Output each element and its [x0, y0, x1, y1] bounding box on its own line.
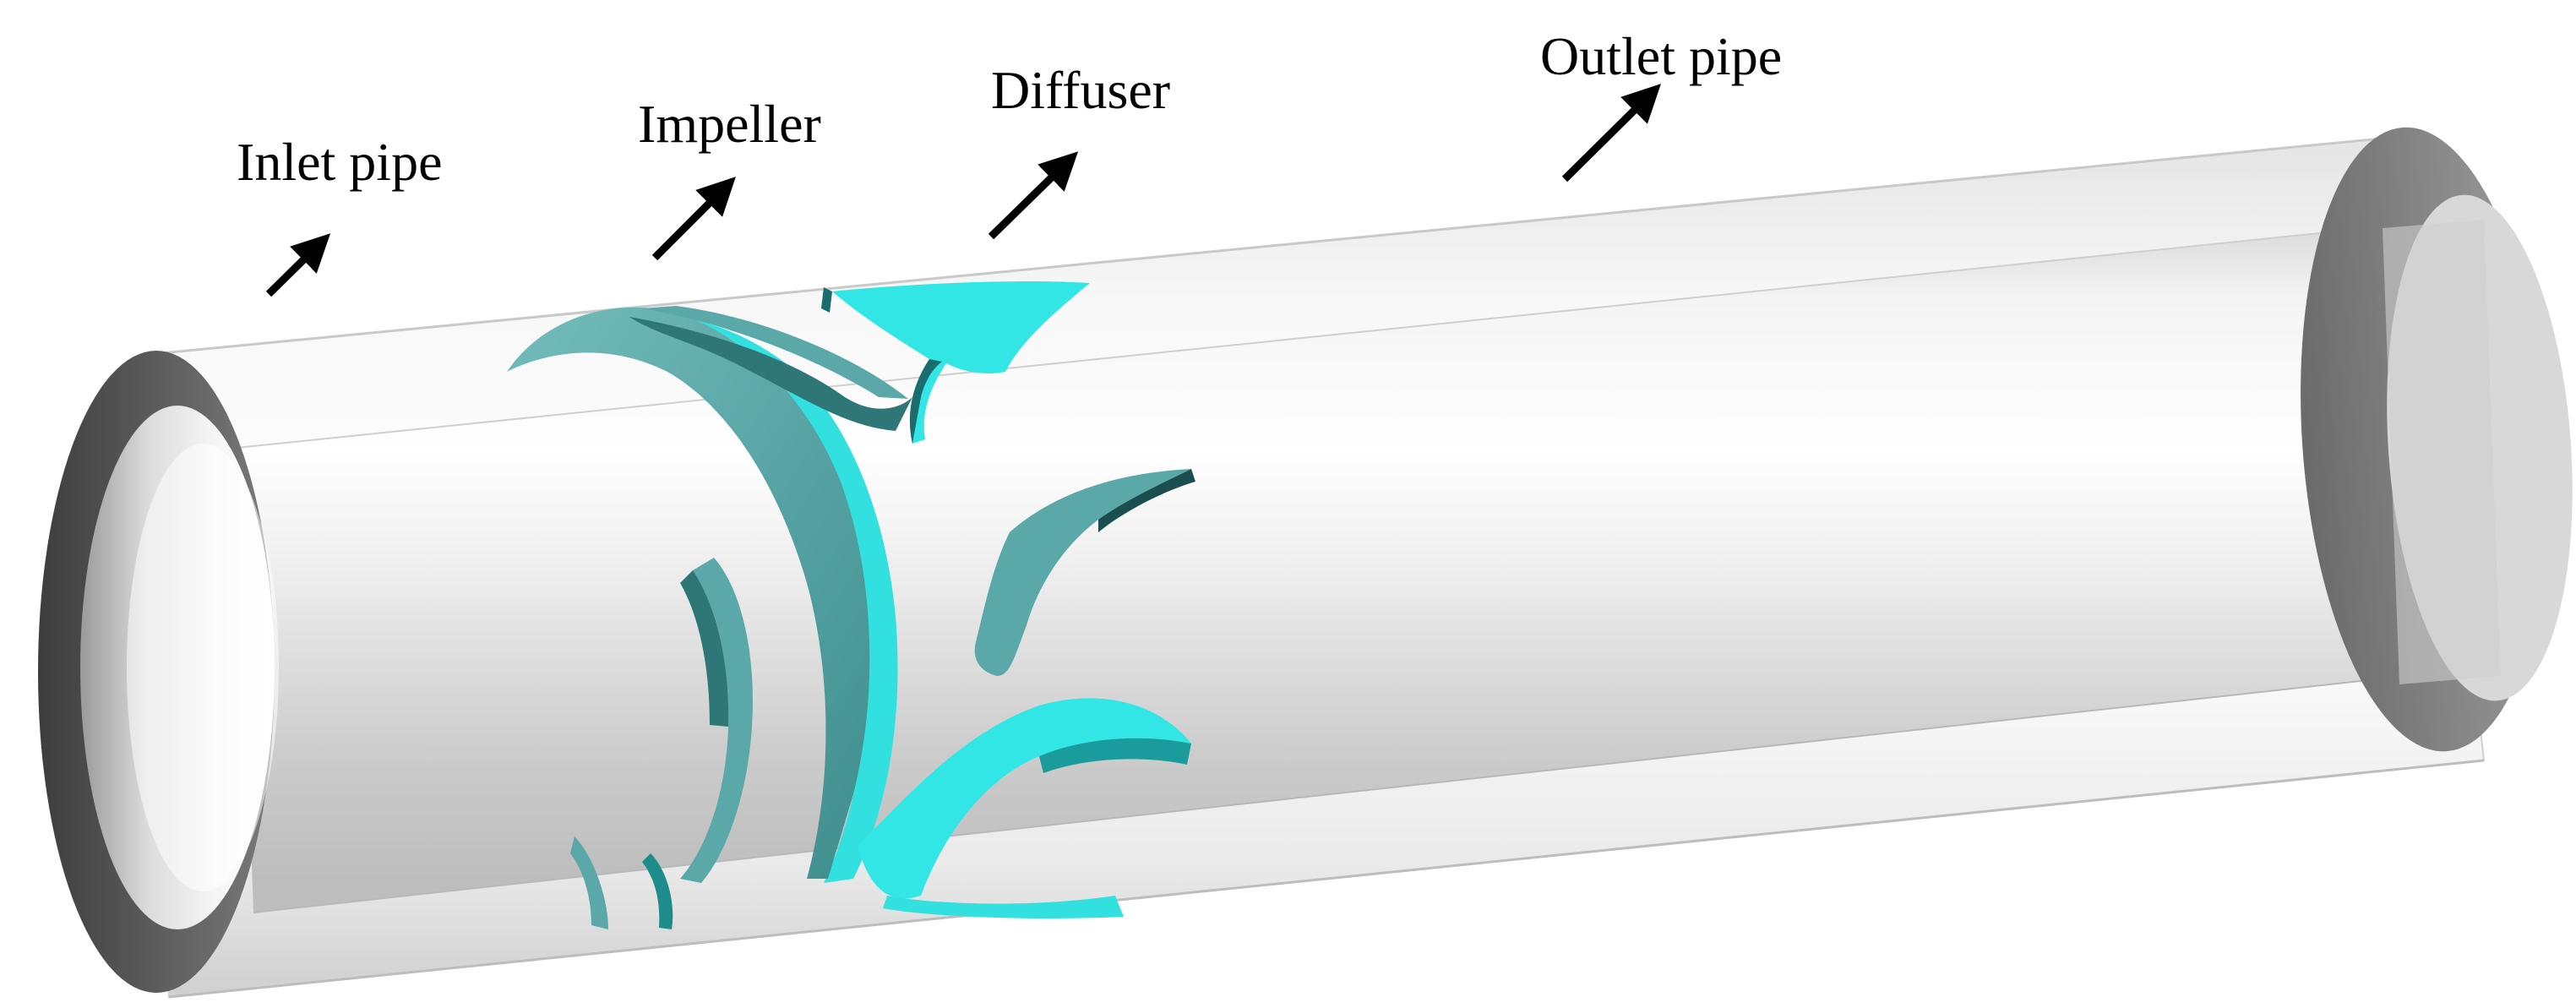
- impeller-label: Impeller: [638, 94, 821, 154]
- impeller-arrow: [651, 177, 736, 261]
- impeller-blades: [570, 306, 912, 929]
- outlet-pipe-label: Outlet pipe: [1540, 26, 1783, 86]
- diffuser-vanes: [821, 281, 1195, 918]
- inlet-arrow: [265, 233, 331, 297]
- impeller-shroud: [507, 307, 898, 883]
- outlet-arrow: [1561, 84, 1661, 183]
- diffuser-label: Diffuser: [991, 60, 1171, 120]
- outlet-end-ring: [2301, 127, 2573, 752]
- pointer-arrows: [265, 84, 1661, 297]
- inlet-end-ring: [38, 351, 279, 993]
- diffuser-arrow: [988, 151, 1079, 240]
- inlet-pipe-label: Inlet pipe: [237, 132, 443, 192]
